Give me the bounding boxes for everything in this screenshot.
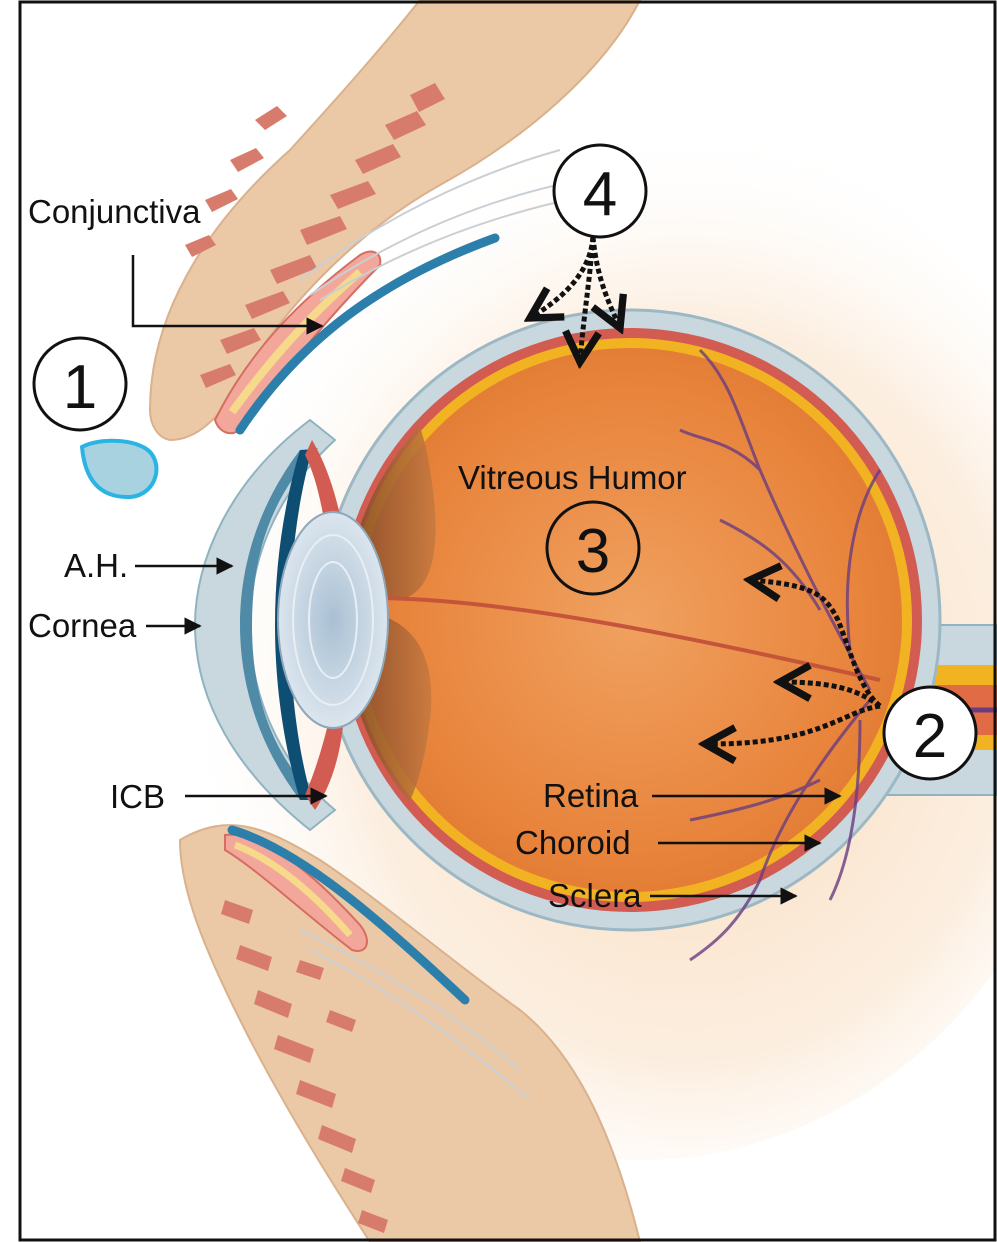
svg-text:1: 1 <box>63 353 97 422</box>
svg-text:3: 3 <box>576 517 610 586</box>
label-icb: ICB <box>110 778 165 815</box>
svg-text:2: 2 <box>913 702 947 771</box>
label-vitreous-humor: Vitreous Humor <box>458 459 687 496</box>
marker-4: 4 <box>554 145 646 237</box>
label-conjunctiva: Conjunctiva <box>28 193 201 230</box>
lens <box>278 512 388 728</box>
label-cornea: Cornea <box>28 607 137 644</box>
svg-text:4: 4 <box>583 160 617 229</box>
marker-1: 1 <box>34 338 126 430</box>
label-retina: Retina <box>543 777 639 814</box>
label-sclera: Sclera <box>548 877 642 914</box>
label-ah: A.H. <box>64 547 128 584</box>
marker-2: 2 <box>884 687 976 779</box>
label-choroid: Choroid <box>515 824 631 861</box>
